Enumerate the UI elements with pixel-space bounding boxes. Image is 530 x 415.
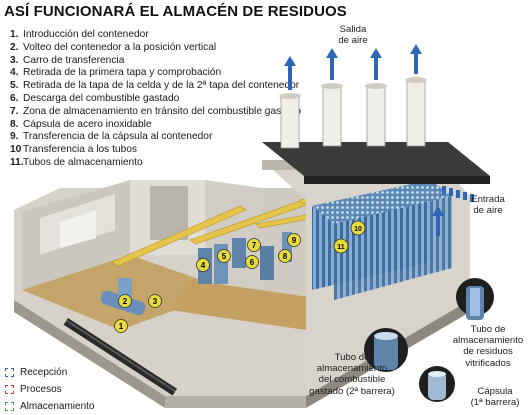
air-intake-louvres	[442, 186, 474, 202]
step-item: 6. Descarga del combustible gastado	[10, 93, 301, 106]
step-marker: 2	[118, 294, 132, 308]
capsule-label: Cápsula (1ª barrera)	[470, 386, 520, 409]
step-text: Transferencia de la cápsula al contenedo…	[23, 131, 213, 143]
storage-vault	[262, 160, 470, 396]
step-item: 1. Introducción del contenedor	[10, 29, 301, 42]
air-outlet-label: Salida de aire	[338, 24, 368, 47]
step-number: 5.	[10, 80, 19, 92]
step-item: 9. Transferencia de la cápsula al contene…	[10, 131, 301, 144]
legend-label: Procesos	[20, 384, 62, 395]
step-marker: 5	[217, 249, 231, 263]
legend-swatch	[5, 402, 14, 411]
step-marker: 9	[287, 233, 301, 247]
legend-item-processes: Procesos	[5, 381, 94, 398]
step-number: 1.	[10, 29, 19, 40]
step-marker-label: 6	[250, 258, 255, 267]
step-item: 4. Retirada de la primera tapa y comproba…	[10, 67, 301, 80]
step-number: 10	[10, 144, 22, 156]
legend-label: Recepción	[20, 367, 68, 378]
exhaust-chimneys	[279, 77, 427, 149]
step-markers: 1 2 3 4 5 6 7 8 9 10 11	[114, 220, 366, 333]
step-item: 7. Zona de almacenamiento en tránsito del…	[10, 106, 301, 119]
step-marker-label: 4	[201, 261, 206, 270]
step-marker-label: 10	[354, 226, 362, 233]
step-marker-label: 7	[252, 241, 257, 250]
step-text: Volteo del contenedor a la posición vert…	[23, 41, 217, 53]
step-text: Cápsula de acero inoxidable	[23, 118, 152, 130]
air-intake-arrow	[432, 206, 444, 236]
legend-swatch	[5, 368, 14, 377]
steps-list: 1. Introducción del contenedor 2. Volteo d…	[10, 29, 301, 170]
step-text: Transferencia a los tubos	[23, 144, 138, 156]
step-marker: 4	[196, 258, 210, 272]
step-marker: 8	[278, 249, 292, 263]
step-number: 6.	[10, 92, 19, 104]
step-marker: 10	[350, 220, 366, 236]
step-text: Retirada de la tapa de la celda y de la …	[23, 80, 300, 92]
diagram-title: ASÍ FUNCIONARÁ EL ALMACÉN DE RESIDUOS	[4, 3, 347, 20]
step-item: 11.Tubos de almacenamiento	[10, 157, 301, 170]
step-item: 3. Carro de transferencia	[10, 55, 301, 68]
step-number: 3.	[10, 54, 19, 66]
step-marker-label: 2	[123, 297, 128, 306]
step-number: 9.	[10, 131, 19, 143]
vitrified-tube-detail	[456, 278, 494, 320]
step-number: 2.	[10, 41, 19, 53]
rail-track	[63, 318, 178, 396]
step-marker-label: 5	[222, 252, 227, 261]
step-text: Tubos de almacenamiento	[23, 156, 143, 168]
step-text: Retirada de la primera tapa y comprobaci…	[23, 67, 222, 79]
step-marker: 6	[245, 255, 259, 269]
step-marker: 11	[333, 238, 349, 254]
step-number: 11.	[10, 156, 24, 168]
step-text: Carro de transferencia	[23, 54, 125, 66]
step-marker-label: 9	[292, 236, 297, 245]
air-inlet-label: Entrada de aire	[471, 194, 505, 217]
step-item: 2. Volteo del contenedor a la posición ve…	[10, 42, 301, 55]
step-marker: 3	[148, 294, 162, 308]
spent-fuel-tube-label: Tubo de almacenamiento del combustible g…	[309, 352, 395, 397]
step-text: Descarga del combustible gastado	[23, 92, 180, 104]
air-outlet-arrows	[284, 44, 422, 90]
step-item: 5. Retirada de la tapa de la celda y de l…	[10, 80, 301, 93]
legend-swatch	[5, 385, 14, 394]
legend-item-reception: Recepción	[5, 364, 94, 381]
step-marker-label: 3	[153, 297, 158, 306]
capsule-detail	[419, 366, 455, 402]
step-number: 8.	[10, 118, 19, 130]
legend: Recepción Procesos Almacenamiento	[5, 364, 94, 415]
vault-roof	[262, 142, 490, 176]
step-marker-label: 8	[283, 252, 288, 261]
step-marker-label: 1	[119, 322, 124, 331]
step-number: 4.	[10, 67, 19, 79]
vault-roof-edge	[304, 176, 490, 184]
step-text: Introducción del contenedor	[23, 29, 149, 40]
spent-fuel-tube-detail	[364, 328, 408, 372]
legend-item-storage: Almacenamiento	[5, 398, 94, 415]
step-number: 7.	[10, 105, 19, 117]
step-marker: 1	[114, 319, 128, 333]
step-marker: 7	[247, 238, 261, 252]
vitrified-tube-label: Tubo de almacenamiento de residuos vitri…	[452, 324, 524, 369]
step-marker-label: 11	[337, 244, 345, 251]
step-item: 8. Cápsula de acero inoxidable	[10, 119, 301, 132]
step-text: Zona de almacenamiento en tránsito del c…	[23, 105, 302, 117]
legend-label: Almacenamiento	[20, 401, 95, 412]
